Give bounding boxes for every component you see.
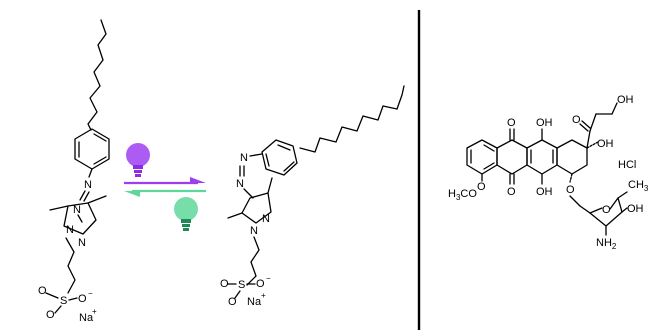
- trans-sulfur: S: [60, 295, 67, 307]
- cis-butyl-chain: [246, 236, 260, 286]
- cis-pyrazole-n2: N: [262, 213, 270, 225]
- doxorubicin-salt: HCl: [618, 159, 636, 171]
- doxorubicin-ketone-bond: [579, 123, 589, 132]
- doxorubicin-nh2: NH2: [596, 237, 617, 251]
- cis-oxygen-top: O: [220, 278, 229, 290]
- trans-pyrazole-n1: N: [78, 237, 86, 249]
- doxorubicin-ring-a-double-bond: [483, 162, 495, 170]
- doxorubicin-oh-bottom: OH: [536, 186, 553, 198]
- cis-so-double-bond: [234, 290, 241, 299]
- trans-plus-charge: +: [92, 307, 97, 316]
- doxorubicin-ketone-bond: [581, 120, 591, 129]
- trans-azopyrazole-structure: N N N N S O O O − Na +: [38, 19, 110, 324]
- doxorubicin-o-quinone-bottom: O: [507, 186, 516, 198]
- trans-azo-n2: N: [73, 204, 81, 216]
- cis-sodium: Na: [247, 296, 262, 308]
- doxorubicin-ring-a-double-bond: [483, 144, 495, 152]
- doxorubicin-structure: O O OH OH O H3CO OH O OH HCl O O: [448, 94, 649, 251]
- trans-azo-n1: N: [84, 179, 92, 191]
- doxorubicin-o-quinone-top: O: [507, 117, 516, 129]
- cis-phenyl-double-bond: [283, 161, 295, 172]
- doxorubicin-glycoside-bond: [569, 173, 573, 183]
- doxorubicin-ch3-bond: [617, 191, 628, 199]
- cis-octyl-chain: [396, 85, 405, 110]
- trans-azo-bond: [88, 168, 93, 178]
- doxorubicin-ch2oh-bond: [611, 102, 618, 115]
- trans-phenyl-double-bond: [93, 133, 107, 142]
- doxorubicin-o-glycoside: O: [566, 184, 575, 196]
- doxorubicin-oh-ring: OH: [597, 138, 614, 150]
- doxorubicin-ch3: CH3: [628, 179, 649, 193]
- doxorubicin-oh-top: OH: [536, 117, 553, 129]
- trans-azo-double-bond: [79, 190, 86, 201]
- doxorubicin-methoxy-o: O: [477, 181, 486, 193]
- doxorubicin-c9-oh-bond: [586, 141, 599, 149]
- doxorubicin-ring-b: [496, 139, 528, 175]
- trans-methyl-left: [49, 205, 69, 211]
- doxorubicin-oh-sugar: OH: [627, 203, 644, 215]
- cis-pyrazole-n1: N: [250, 225, 258, 237]
- trans-pyrazole-ring: [63, 202, 97, 235]
- doxorubicin-ring-d: [556, 139, 588, 175]
- trans-sodium: Na: [79, 312, 94, 324]
- doxorubicin-side-chain-bond: [589, 113, 597, 132]
- trans-pyrazole-n2: N: [66, 224, 74, 236]
- trans-so-bond: [68, 297, 78, 301]
- doxorubicin-sugar-ring: [579, 205, 603, 214]
- trans-methyl-right: [87, 195, 107, 204]
- cis-azo-n2: N: [236, 178, 244, 190]
- cis-methyl-right: [267, 177, 273, 194]
- trans-azo-double-bond: [83, 191, 90, 202]
- doxorubicin-o-ketone: O: [572, 114, 581, 126]
- trans-octyl-chain: [87, 19, 107, 131]
- cis-azopyrazole-structure: N N N N S O O O − Na +: [220, 85, 405, 308]
- cis-phenyl-double-bond: [265, 153, 270, 167]
- doxorubicin-side-chain-bond: [586, 130, 591, 149]
- cis-azo-bond: [249, 153, 263, 157]
- cis-minus-charge: −: [266, 274, 271, 283]
- trans-oxygen-bottom: O: [46, 309, 55, 321]
- trans-phenyl-ring: [74, 128, 110, 170]
- cis-oxygen-bottom: O: [228, 296, 237, 308]
- uv-light-bulb-icon: [126, 143, 150, 177]
- trans-oxygen-minus: O: [78, 293, 87, 305]
- trans-minus-charge: −: [88, 289, 93, 298]
- cis-oxygen-minus: O: [256, 278, 265, 290]
- cis-plus-charge: +: [261, 291, 266, 300]
- trans-oxygen-top: O: [38, 285, 47, 297]
- doxorubicin-oh-chain: OH: [617, 94, 634, 106]
- doxorubicin-o-sugar: O: [602, 204, 611, 216]
- doxorubicin-sugar-oh-bond: [621, 207, 628, 213]
- cis-azo-n1: N: [240, 152, 248, 164]
- trans-butyl-chain: [65, 237, 76, 294]
- cis-phenyl-ring: [261, 139, 298, 176]
- doxorubicin-glycoside-bond: [569, 195, 581, 207]
- cis-methyl-left: [227, 212, 243, 219]
- cis-pyrazole-ring: [241, 192, 272, 224]
- equilibrium-arrows-icon: [124, 177, 206, 197]
- trans-so-double-bond: [45, 292, 59, 299]
- cis-octyl-chain: [299, 105, 398, 153]
- visible-light-bulb-icon: [174, 197, 198, 231]
- trans-azo-bond: [77, 214, 83, 223]
- doxorubicin-methoxy-label: H3CO: [448, 188, 477, 202]
- trans-so-double-bond: [54, 305, 62, 314]
- trans-phenyl-double-bond: [93, 156, 107, 165]
- cis-phenyl-double-bond: [277, 144, 291, 151]
- cis-sulfur: S: [238, 279, 245, 291]
- cis-azo-bond: [243, 188, 254, 199]
